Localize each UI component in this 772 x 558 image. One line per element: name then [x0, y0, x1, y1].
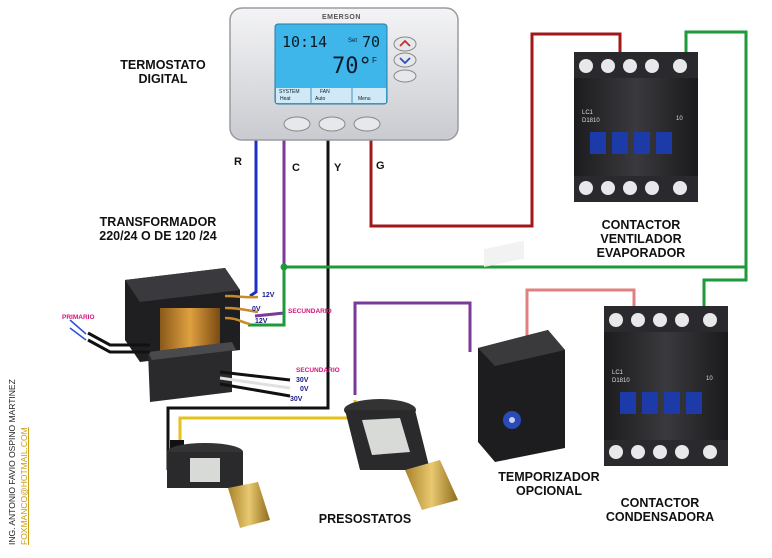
contactor-evap-model-code: D1810	[582, 118, 600, 124]
credit-email: FOXMANCO@HOTMAIL.COM	[19, 427, 29, 545]
label-contactor-evap-line3: EVAPORADOR	[596, 246, 686, 260]
thermostat-menu-label: Menu	[358, 96, 371, 102]
label-transformer: TRANSFORMADOR 220/24 O DE 120 /24	[92, 215, 224, 243]
wire-junction	[280, 263, 288, 271]
contactor-cond-model-code: D1810	[612, 378, 630, 384]
thermostat-unit: F	[372, 56, 377, 65]
tap-30v-a: 30V	[296, 377, 309, 384]
tap-mid-0v: 0V	[252, 306, 261, 313]
contactor-condenser	[604, 306, 728, 466]
wire-label-y: Y	[334, 162, 342, 174]
label-contactor-cond: CONTACTOR CONDENSADORA	[600, 496, 720, 524]
label-transformer-line1: TRANSFORMADOR	[99, 215, 217, 229]
tap-top-12v: 12V	[262, 292, 275, 299]
contactor-evaporator	[574, 52, 698, 202]
tap-30v-b: 30V	[290, 396, 303, 403]
label-timer-line1: TEMPORIZADOR	[498, 470, 600, 484]
thermostat-fan-label: FAN	[320, 89, 330, 95]
label-contactor-evap: CONTACTOR VENTILADOR EVAPORADOR	[586, 218, 696, 260]
wire-label-r: R	[234, 156, 242, 168]
wire-r-blue	[249, 140, 258, 298]
thermostat-brand: EMERSON	[322, 14, 361, 21]
wire-green-to-condenser	[702, 267, 748, 306]
contactor-cond-rating: 10	[706, 376, 713, 382]
wire-y-black	[166, 140, 330, 470]
thermostat-set-label: Set	[348, 38, 358, 44]
thermostat	[229, 7, 459, 141]
label-transformer-line2: 220/24 O DE 120 /24	[99, 229, 217, 243]
tap-secundario-2: SECUNDARIO	[296, 367, 340, 374]
label-pressostats: PRESOSTATOS	[318, 512, 412, 526]
wire-label-c: C	[292, 162, 300, 174]
contactor-evap-model-top: LC1	[582, 110, 594, 116]
label-thermostat-line2: DIGITAL	[138, 72, 188, 86]
label-timer-line2: OPCIONAL	[516, 484, 582, 498]
wire-timer-condenser-pink	[525, 288, 636, 352]
timer-module	[478, 240, 565, 462]
wire-c-purple	[254, 140, 286, 318]
contactor-cond-model-top: LC1	[612, 370, 624, 376]
transformer	[69, 268, 291, 402]
label-contactor-cond-line1: CONTACTOR	[620, 496, 700, 510]
wire-g-red	[369, 32, 622, 228]
label-contactor-evap-line1: CONTACTOR	[601, 218, 681, 232]
contactor-evap-rating: 10	[676, 116, 683, 122]
thermostat-heat-label: Heat	[280, 96, 291, 102]
label-thermostat: TERMOSTATO DIGITAL	[108, 58, 218, 86]
pressostat-right	[344, 399, 458, 510]
label-contactor-cond-line2: CONDENSADORA	[605, 510, 715, 524]
thermostat-set-temp: 70	[362, 33, 381, 51]
thermostat-auto-label: Auto	[315, 96, 326, 102]
label-timer: TEMPORIZADOR OPCIONAL	[494, 470, 604, 498]
tap-0v: 0V	[300, 386, 309, 393]
pressostat-left	[167, 440, 270, 528]
label-contactor-evap-line2: VENTILADOR	[600, 232, 682, 246]
wire-pressostat-timer-purple	[353, 301, 472, 395]
tap-secundario: SECUNDARIO	[288, 308, 332, 315]
tap-bot-12v: 12V	[255, 318, 268, 325]
wire-label-g: G	[376, 160, 385, 172]
label-thermostat-line1: TERMOSTATO	[120, 58, 206, 72]
thermostat-time: 10:14	[282, 33, 328, 51]
credit-author: ING. ANTONIO FAVIO OSPINO MARTINEZ	[7, 379, 17, 545]
thermostat-room-temp: 70°	[332, 54, 372, 79]
thermostat-system-label: SYSTEM	[279, 89, 300, 95]
tap-primario: PRIMARIO	[62, 314, 95, 321]
